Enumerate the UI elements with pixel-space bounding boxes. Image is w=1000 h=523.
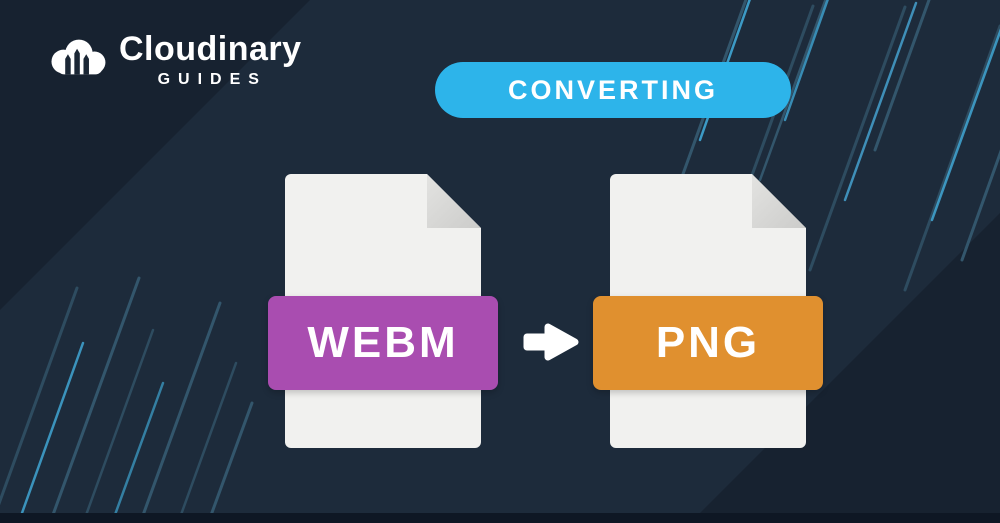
target-file-fold-corner (752, 174, 806, 228)
converting-badge: CONVERTING (435, 62, 791, 118)
cloudinary-logo: Cloudinary GUIDES (46, 30, 302, 89)
source-format-label: WEBM (307, 318, 459, 367)
target-format-ribbon: PNG (593, 296, 823, 390)
arrow-right-icon (523, 323, 579, 361)
diagonal-lines-bottom-left (0, 276, 254, 513)
source-format-ribbon: WEBM (268, 296, 498, 390)
target-format-label: PNG (655, 318, 761, 367)
brand-text: Cloudinary GUIDES (119, 30, 302, 89)
cloudinary-cloud-icon (51, 39, 106, 75)
brand-name: Cloudinary (119, 30, 302, 68)
footer-bar (0, 513, 1000, 523)
converting-badge-label: CONVERTING (507, 74, 718, 105)
brand-tagline: GUIDES (157, 71, 267, 89)
source-file-fold-corner (427, 174, 481, 228)
